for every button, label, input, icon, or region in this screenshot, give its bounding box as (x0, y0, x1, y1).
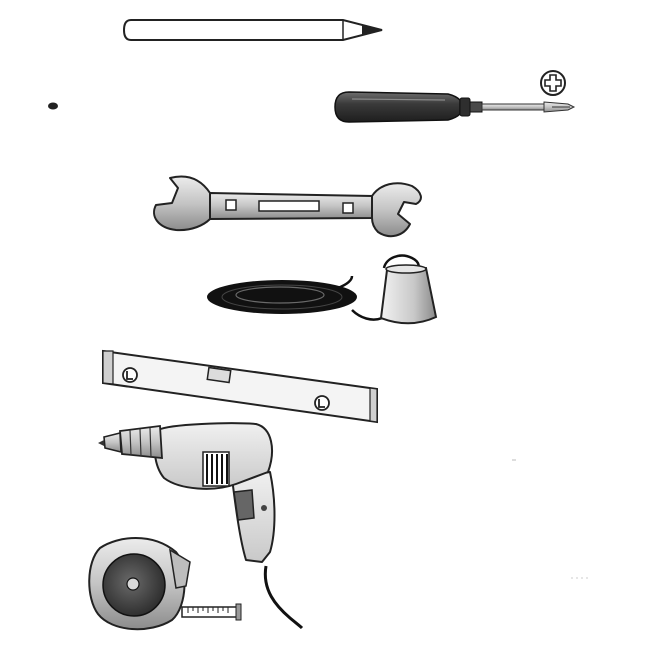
plumb-bob-icon (207, 254, 438, 325)
electric-drill-icon (98, 422, 304, 630)
screwdriver-icon (334, 91, 576, 123)
phillips-head-icon (540, 70, 566, 96)
spirit-level-icon (102, 349, 378, 424)
tape-measure-icon (88, 537, 242, 631)
stray-mark (48, 102, 58, 110)
pencil-icon (122, 19, 383, 41)
faint-specks (512, 459, 590, 579)
open-end-wrench-icon (153, 175, 422, 238)
